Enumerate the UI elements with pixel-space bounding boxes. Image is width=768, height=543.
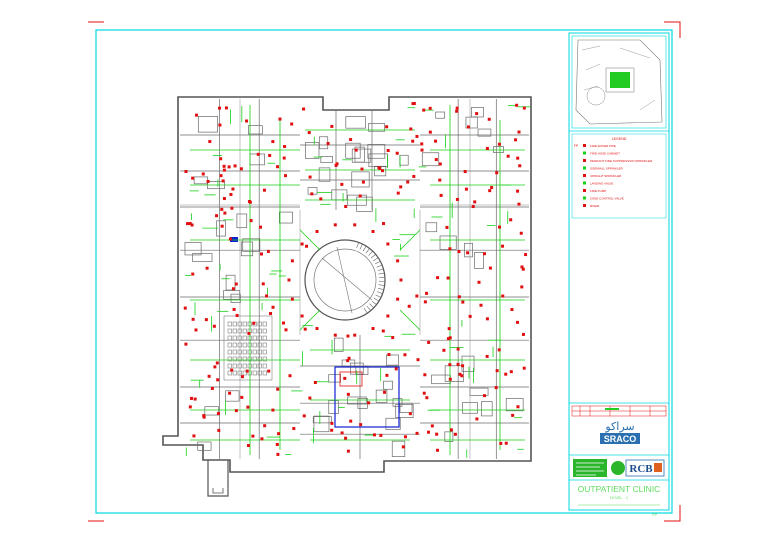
outer-walls [162,96,532,473]
legend-text: SIDEWALL SPRINKLER [590,167,624,171]
legend-text: ZONE CONTROL VALVE [590,197,624,201]
legend-text: FIRE PUMP [590,189,606,193]
sheet-tag: FP [652,512,657,517]
consultant-logo-text: RCB [629,463,653,475]
floor-plan [162,96,532,497]
legend-row: RISER [583,204,600,208]
company-latin: SRACO [604,434,637,444]
key-plan [571,35,667,129]
legend-symbol: FP [574,144,578,148]
legend-text: PENDANT FIRE SUPPRESSION SPRINKLER [590,159,653,163]
legend-title: LEGEND [612,137,627,141]
legend-text: FIRE HOSE CABINET [590,152,620,156]
project-title-block: OUTPATIENT CLINIC LEVEL - 1 FP [578,484,661,517]
legend-row: SIDEWALL SPRINKLER [583,166,624,171]
legend-text: RISER [590,204,600,208]
level-label: LEVEL - 1 [610,495,629,500]
crop-marks [88,21,681,522]
company-arabic: سراكو [604,420,634,433]
legend-row: UPRIGHT SPRINKLER [583,174,622,178]
legend-row: PENDANT FIRE SUPPRESSION SPRINKLER [583,159,653,163]
legend-row: ZONE CONTROL VALVE [583,196,624,201]
key-plan-highlight [610,72,630,88]
company-logo: سراكو SRACO [600,420,640,444]
project-title: OUTPATIENT CLINIC [578,484,661,494]
legend-row: LANDING VALVE [583,181,613,186]
legend-row: FIRE PUMP [583,189,606,193]
legend-row: FP FIRE WATER PIPE [574,144,616,148]
legend-text: LANDING VALVE [590,182,613,186]
revision-block [571,405,667,417]
atrium [304,239,386,321]
blue-zone [334,366,400,428]
sheet-border [95,29,673,514]
legend: LEGEND FP FIRE WATER PIPE FIRE HOSE CABINE… [571,133,667,219]
legend-text: FIRE WATER PIPE [590,144,616,148]
consultant-logo: RCB [573,459,665,477]
legend-text: UPRIGHT SPRINKLER [590,174,622,178]
legend-row: FIRE HOSE CABINET [583,151,620,156]
title-strip [568,32,670,511]
